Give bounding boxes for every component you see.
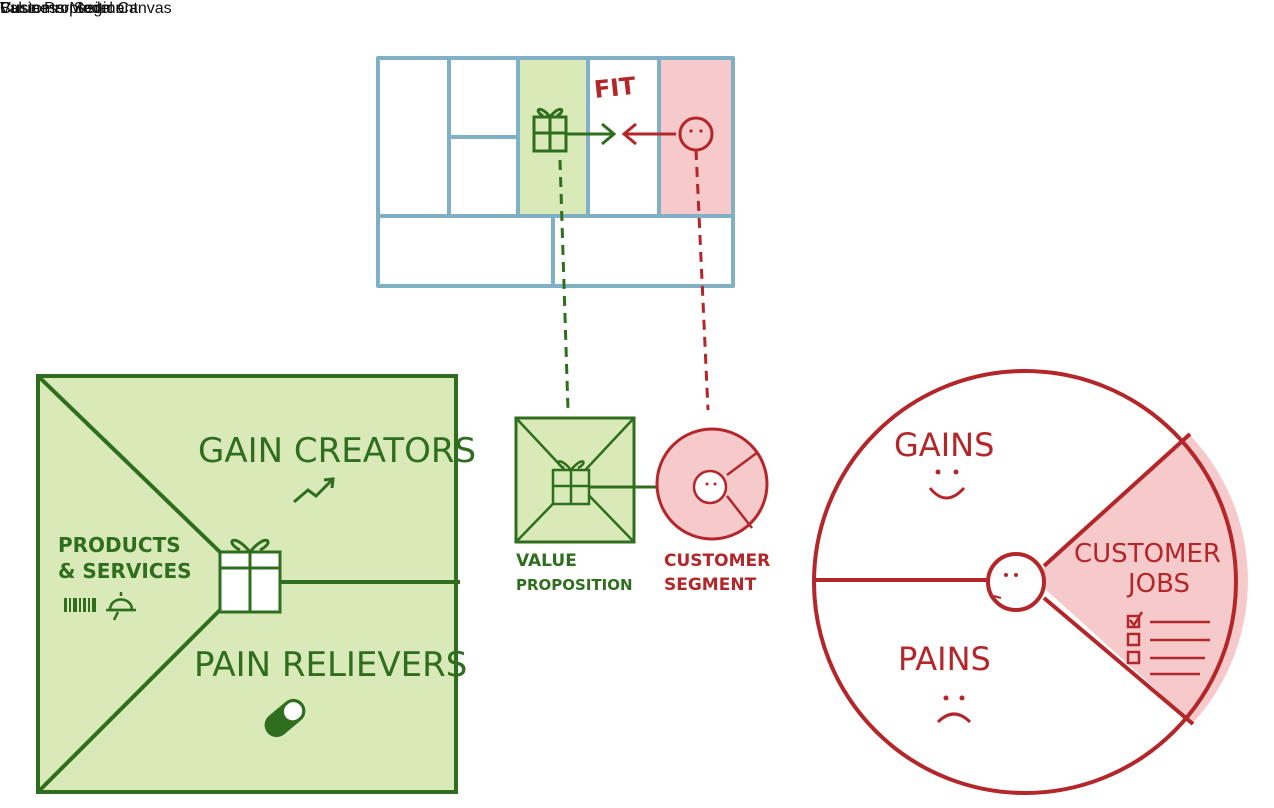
fit-arrows: [566, 122, 676, 146]
mini-customer-segment: [655, 427, 769, 541]
pill-icon: [264, 698, 306, 738]
mini-customer-face-icon: [692, 469, 728, 505]
mini-value-label-1: VALUE: [516, 551, 577, 571]
customer-segment-caption: Customer Segment: [0, 0, 138, 17]
value-proposition-caption: Value Proposition: [0, 0, 125, 17]
service-bell-icon: [106, 592, 136, 621]
products-gift-icon: [218, 538, 282, 614]
pains-label: PAINS: [898, 640, 991, 678]
smile-icon: [928, 469, 966, 500]
customer-jobs-sector: [1033, 434, 1248, 723]
gain-creators-label: GAIN CREATORS: [198, 431, 476, 471]
mini-value-proposition: [514, 416, 636, 544]
frown-icon: [936, 695, 972, 724]
mini-labels: VALUE PROPOSITION CUSTOMER SEGMENT: [516, 551, 770, 595]
products-label-1: PRODUCTS: [58, 533, 181, 557]
canvas-grid: [376, 56, 735, 288]
dashed-connectors: [558, 149, 710, 411]
business-model-canvas-caption: Business Model Canvas: [0, 0, 172, 17]
mini-value-label-2: PROPOSITION: [516, 576, 633, 594]
value-proposition-block-highlight: [518, 58, 588, 214]
customer-profile: GAINS PAINS CUSTOMER JOBS: [812, 369, 1248, 795]
customer-jobs-label-2: JOBS: [1126, 569, 1190, 599]
business-model-canvas: FIT: [376, 56, 735, 288]
checklist-icon: [1126, 611, 1210, 676]
trend-up-icon: [293, 477, 335, 504]
barcode-icon: [64, 598, 96, 612]
value-map: GAIN CREATORS PRODUCTS & SERVICES PAIN R…: [36, 374, 476, 794]
fit-label: FIT: [593, 72, 638, 104]
pain-relievers-label: PAIN RELIEVERS: [194, 645, 467, 685]
gains-label: GAINS: [894, 426, 994, 464]
mini-customer-label-1: CUSTOMER: [664, 551, 770, 571]
mini-customer-label-2: SEGMENT: [664, 575, 757, 595]
customer-face-large-icon: [986, 552, 1046, 612]
customer-jobs-label-1: CUSTOMER: [1074, 539, 1221, 569]
customer-segment-block-highlight: [659, 58, 733, 214]
mini-gift-icon: [551, 460, 591, 506]
products-label-2: & SERVICES: [58, 559, 192, 583]
